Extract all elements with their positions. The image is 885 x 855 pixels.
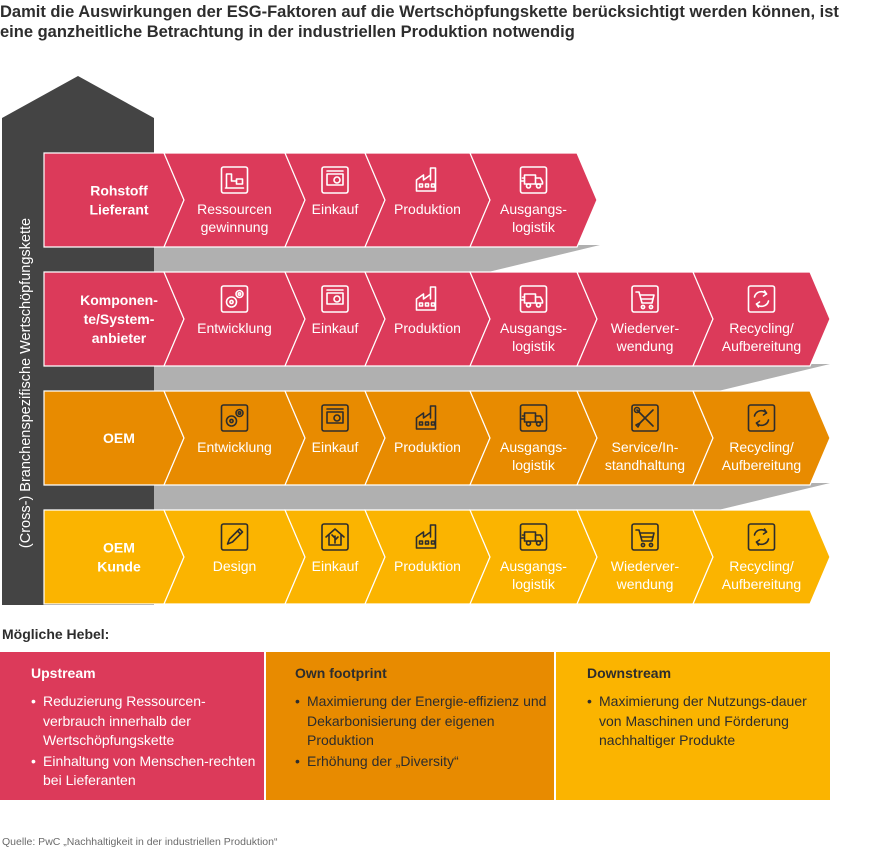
step-label: Ressourcen [197,201,272,217]
cart-icon [631,285,659,313]
step-label: Produktion [394,439,461,455]
factory-icon [415,405,437,430]
step-label: Wiederver- [611,558,680,574]
lever-own-footprint: Own footprint Maximierung der Energie-ef… [266,652,555,800]
step-label: Ausgangs- [500,320,567,336]
side-arrow-label: (Cross-) Branchenspezifische Wertschöpfu… [18,218,34,548]
house-icon [321,523,349,551]
step-label: Design [213,558,257,574]
row-label: Komponen- [80,292,158,308]
step-label: Recycling/ [729,558,794,574]
step-label: Recycling/ [729,320,794,336]
step-label: Produktion [394,320,461,336]
step-label: Entwicklung [197,439,272,455]
row-label: Lieferant [89,202,148,218]
step-label: Entwicklung [197,320,272,336]
lever-item: Maximierung der Nutzungs-dauer von Masch… [587,692,822,751]
step-label: logistik [512,219,556,235]
row-label: anbieter [92,330,147,346]
truck-icon [519,523,548,551]
step-label: logistik [512,338,556,354]
chain-row: OEM Entwicklung Einkauf Produktion Ausgangs-… [43,390,831,486]
factory-icon [415,286,437,311]
step-label: Produktion [394,201,461,217]
step-label: Aufbereitung [722,457,801,473]
row-label-chevron [43,509,185,605]
step-label: standhaltung [605,457,685,473]
value-chain-diagram: (Cross-) Branchenspezifische Wertschöpfu… [2,76,831,605]
lever-upstream-list: Reduzierung Ressourcen-verbrauch innerha… [31,692,256,792]
step-chevron [469,152,598,248]
purchase-icon [321,166,349,194]
step-label: gewinnung [201,219,269,235]
page-title: Damit die Auswirkungen der ESG-Faktoren … [0,3,839,41]
row-label: Rohstoff [90,183,148,199]
lever-downstream-title: Downstream [587,665,672,681]
step-label: Einkauf [312,201,359,217]
chain-row: OEM Kunde Design Einkauf Produktion Ausgangs-… [43,509,831,605]
purchase-icon [321,404,349,432]
pencil-icon [220,523,249,551]
recycle-icon [747,404,776,432]
lever-downstream-list: Maximierung der Nutzungs-dauer von Masch… [587,692,822,752]
step-label: Wiederver- [611,320,680,336]
step-label: wendung [616,338,674,354]
truck-icon [519,404,548,432]
step-label: Aufbereitung [722,576,801,592]
factory-icon [415,167,437,192]
flow-funnel [44,364,830,393]
step-label: logistik [512,576,556,592]
lever-item: Erhöhung der „Diversity“ [295,752,550,772]
step-label: Service/In- [612,439,679,455]
step-label: Ausgangs- [500,201,567,217]
flow-funnel [44,245,600,274]
recycle-icon [747,523,776,551]
gears-icon [220,404,249,432]
lever-item: Einhaltung von Menschen-rechten bei Lief… [31,752,256,791]
step-chevron [692,271,831,367]
step-label: Einkauf [312,558,359,574]
step-label: logistik [512,457,556,473]
chain-row: Komponen-te/System-anbieter Entwicklung Ei… [43,271,831,367]
step-label: Aufbereitung [722,338,801,354]
step-label: wendung [616,576,674,592]
step-label: Produktion [394,558,461,574]
step-label: Einkauf [312,439,359,455]
purchase-icon [321,285,349,313]
flow-funnel [44,483,830,512]
step-label: Ausgangs- [500,439,567,455]
levers-title: Mögliche Hebel: [2,626,110,642]
lever-downstream: Downstream Maximierung der Nutzungs-daue… [556,652,830,800]
truck-icon [519,285,548,313]
step-chevron [692,390,831,486]
row-label: te/System- [84,311,155,327]
cart-icon [631,523,659,551]
gears-icon [220,285,249,313]
source-note: Quelle: PwC „Nachhaltigkeit in der indus… [2,836,278,848]
tools-icon [631,404,659,432]
row-label-chevron [43,152,185,248]
factory-icon [415,524,437,549]
lever-own-title: Own footprint [295,665,387,681]
step-label: Recycling/ [729,439,794,455]
row-label: OEM [103,430,135,446]
lever-item: Reduzierung Ressourcen-verbrauch innerha… [31,692,256,751]
step-chevron [692,509,831,605]
step-label: Ausgangs- [500,558,567,574]
funnel-layer [44,245,830,512]
recycle-icon [747,285,776,313]
step-label: Einkauf [312,320,359,336]
lever-own-list: Maximierung der Energie-effizienz und De… [295,692,550,772]
lever-item: Maximierung der Energie-effizienz und De… [295,692,550,751]
row-label: OEM [103,540,135,556]
resource-icon [220,166,249,194]
lever-upstream: Upstream Reduzierung Ressourcen-verbrauc… [0,652,265,800]
truck-icon [519,166,548,194]
lever-upstream-title: Upstream [31,665,96,681]
row-label: Kunde [97,559,141,575]
